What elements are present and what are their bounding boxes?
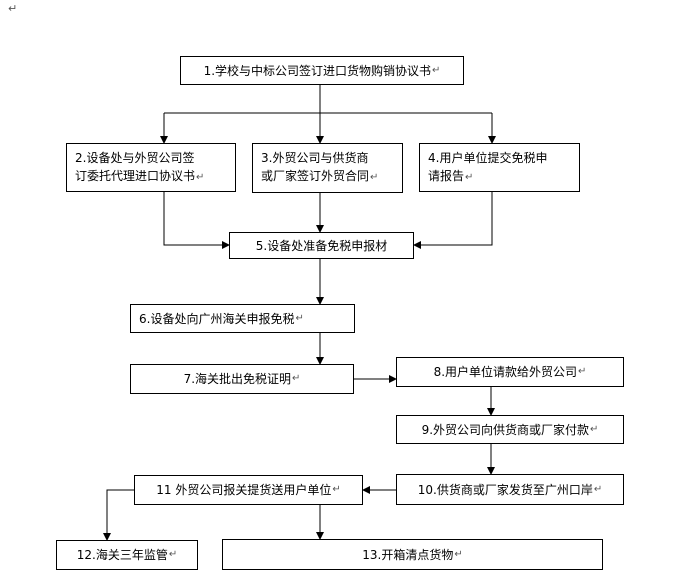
- paragraph-mark-icon: ↵: [370, 172, 379, 183]
- step-8-box: 8.用户单位请款给外贸公司↵: [396, 357, 624, 387]
- paragraph-mark-icon: ↵: [454, 548, 463, 560]
- step-9-label: 9.外贸公司向供货商或厂家付款: [421, 422, 590, 437]
- paragraph-mark-icon: ↵: [196, 171, 205, 183]
- step-1-box: 1.学校与中标公司签订进口货物购销协议书↵: [180, 56, 464, 85]
- paragraph-mark-icon: ↵: [8, 2, 18, 15]
- step-7-label: 7.海关批出免税证明: [183, 372, 292, 386]
- step-4-label-line2: 请报告: [428, 168, 465, 183]
- paragraph-mark-icon: ↵: [590, 423, 599, 435]
- paragraph-mark-icon: ↵: [465, 171, 474, 183]
- step-4-box: 4.用户单位提交免税申 请报告↵: [419, 143, 580, 192]
- paragraph-mark-icon: ↵: [593, 483, 603, 495]
- paragraph-mark-icon: ↵: [432, 64, 441, 76]
- paragraph-mark-icon: ↵: [295, 312, 304, 324]
- step-2-box: 2.设备处与外贸公司签 订委托代理进口协议书↵: [66, 143, 236, 192]
- arrow-4-to-5: [413, 192, 493, 249]
- arrow-2-to-5: [163, 192, 230, 249]
- step-13-label: 13.开箱清点货物: [362, 547, 454, 562]
- step-6-box: 6.设备处向广州海关申报免税↵: [130, 304, 355, 333]
- step-12-label: 12.海关三年监管: [76, 548, 168, 562]
- step-4-label-line1: 4.用户单位提交免税申: [428, 150, 548, 165]
- paragraph-mark-icon: ↵: [578, 366, 587, 377]
- step-13-box: 13.开箱清点货物↵: [222, 539, 603, 570]
- paragraph-mark-icon: ↵: [332, 484, 341, 495]
- step-10-box: 10.供货商或厂家发货至广州口岸↵: [396, 474, 624, 505]
- step-3-label-line2: 或厂家签订外贸合同: [261, 169, 370, 183]
- step-3-box: 3.外贸公司与供货商 或厂家签订外贸合同↵: [252, 143, 403, 193]
- step-9-box: 9.外贸公司向供货商或厂家付款↵: [396, 415, 624, 444]
- step-1-label: 1.学校与中标公司签订进口货物购销协议书: [203, 63, 432, 78]
- arrow-11-to-12: [103, 489, 134, 541]
- paragraph-mark-icon: ↵: [292, 373, 301, 384]
- step-11-box: 11 外贸公司报关提货送用户单位↵: [134, 475, 363, 505]
- step-7-box: 7.海关批出免税证明↵: [130, 364, 354, 394]
- step-8-label: 8.用户单位请款给外贸公司: [433, 365, 578, 379]
- step-3-label-line1: 3.外贸公司与供货商: [261, 151, 369, 165]
- step-5-label: 5.设备处准备免税申报材: [255, 238, 388, 253]
- paragraph-mark-icon: ↵: [168, 549, 178, 560]
- step-6-label: 6.设备处向广州海关申报免税: [139, 311, 295, 326]
- step-5-box: 5.设备处准备免税申报材: [229, 232, 414, 259]
- step-12-box: 12.海关三年监管↵: [56, 540, 198, 570]
- step-10-label: 10.供货商或厂家发货至广州口岸: [417, 482, 593, 497]
- step-2-label-line2: 订委托代理进口协议书: [75, 168, 196, 183]
- step-11-label: 11 外贸公司报关提货送用户单位: [156, 483, 332, 497]
- step-2-label-line1: 2.设备处与外贸公司签: [75, 150, 195, 165]
